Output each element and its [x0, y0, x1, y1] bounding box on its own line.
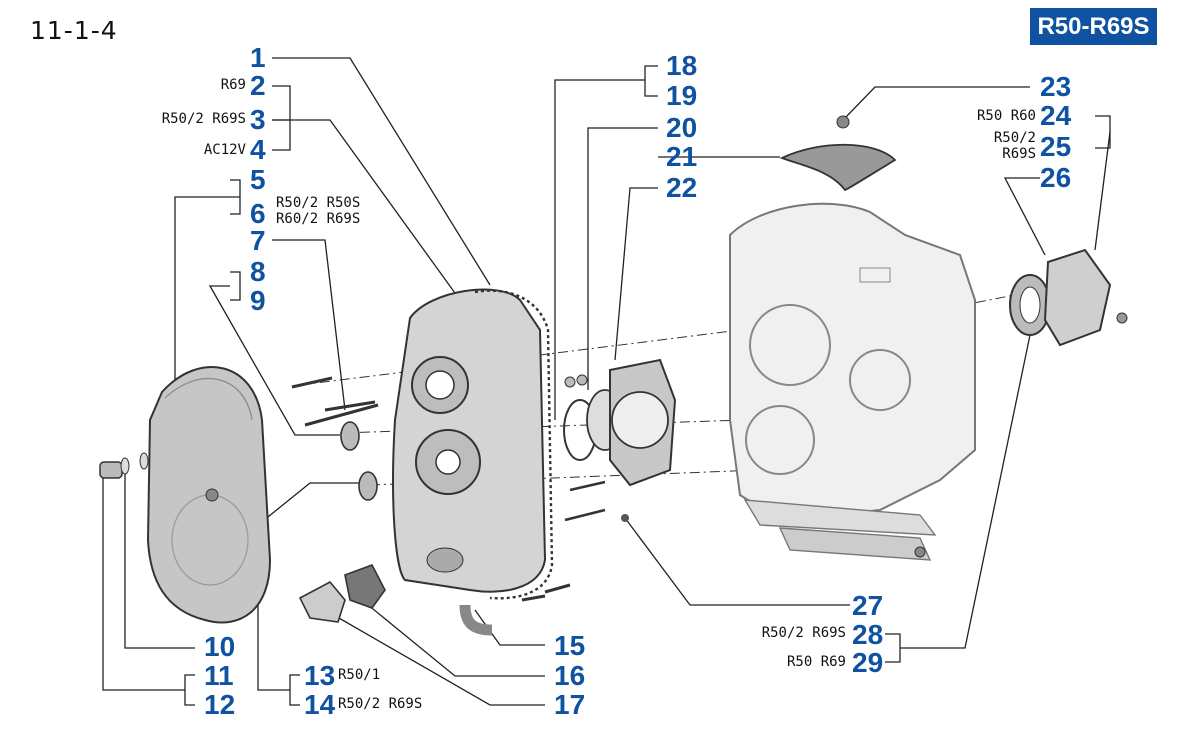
callout-19: 19 — [666, 80, 698, 111]
note-2: R69 — [220, 77, 246, 93]
callout-9: 9 — [250, 285, 266, 316]
note-24: R50 R60 — [976, 108, 1036, 124]
callout-20: 20 — [666, 112, 698, 143]
callout-10: 10 — [204, 631, 236, 662]
callout-27: 27 — [852, 590, 884, 621]
callout-18: 18 — [666, 50, 698, 81]
breather-elbow — [459, 604, 493, 636]
leader-lines — [102, 57, 1111, 706]
housing-screws — [564, 480, 606, 522]
callout-24: 24 — [1040, 100, 1072, 131]
callout-16: 16 — [554, 660, 586, 691]
callout-11: 11 — [204, 660, 234, 691]
rear-seal-flange — [1009, 248, 1128, 347]
note-6-line1: R50/2 R50S — [276, 195, 361, 211]
callout-1: 1 — [250, 42, 266, 73]
note-25-line2: R69S — [1002, 146, 1036, 162]
studs — [291, 376, 571, 602]
callout-21: 21 — [666, 141, 698, 172]
cover-screw — [99, 452, 149, 479]
callout-23: 23 — [1040, 71, 1072, 102]
note-28: R50/2 R69S — [761, 625, 846, 641]
nut-27 — [621, 514, 629, 522]
plate-gasket — [344, 564, 386, 609]
note-4: AC12V — [203, 142, 246, 158]
callout-15: 15 — [554, 630, 586, 661]
callout-29: 29 — [852, 647, 884, 678]
callout-7: 7 — [250, 225, 266, 256]
callout-2: 2 — [250, 70, 266, 101]
callout-25: 25 — [1040, 131, 1072, 162]
callout-6: 6 — [250, 198, 266, 229]
oil-seal-lower — [358, 471, 378, 501]
note-3: R50/2 R69S — [161, 111, 246, 127]
note-25-line1: R50/2 — [993, 130, 1036, 146]
callout-17: 17 — [554, 689, 586, 720]
callout-12: 12 — [204, 689, 236, 720]
callout-26: 26 — [1040, 162, 1072, 193]
timing-housing — [392, 288, 554, 600]
note-14: R50/2 R69S — [338, 696, 423, 712]
note-13: R50/1 — [338, 667, 381, 683]
callout-14: 14 — [304, 689, 336, 720]
callout-28: 28 — [852, 619, 884, 650]
note-6-line2: R60/2 R69S — [276, 211, 361, 227]
model-range-badge: R50-R69S — [1030, 8, 1157, 45]
cap-nut — [836, 115, 850, 129]
callout-4: 4 — [250, 134, 266, 165]
cover-plate — [298, 580, 346, 623]
callout-3: 3 — [250, 104, 266, 135]
callout-13: 13 — [304, 660, 336, 691]
callout-5: 5 — [250, 164, 266, 195]
oil-seal-upper — [340, 421, 360, 451]
note-29: R50 R69 — [786, 654, 846, 670]
timing-cover — [146, 366, 272, 624]
callout-8: 8 — [250, 256, 266, 287]
cover-cap — [779, 143, 897, 192]
page-reference: 11-1-4 — [30, 16, 118, 45]
bearing-housing — [563, 358, 677, 487]
engine-block — [729, 202, 976, 561]
callout-22: 22 — [666, 172, 698, 203]
